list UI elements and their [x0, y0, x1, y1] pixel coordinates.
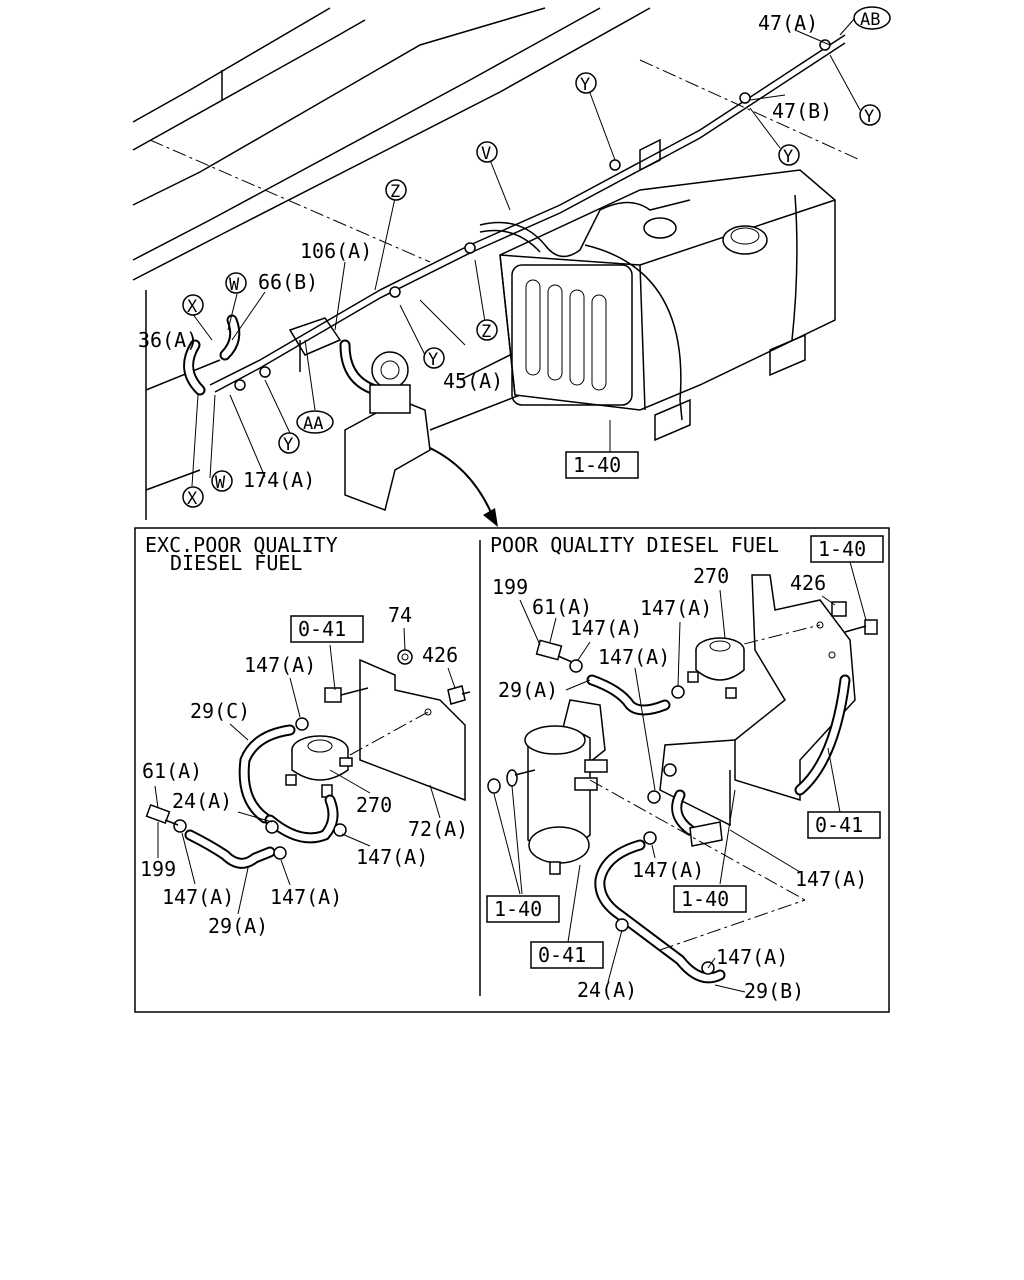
label-36a: 36(A) [138, 328, 198, 352]
ref-box-1-40 [486, 895, 560, 923]
svg-text:1-40: 1-40 [818, 537, 866, 561]
svg-text:Y: Y [283, 435, 293, 455]
right-title: POOR QUALITY DIESEL FUEL [490, 533, 779, 557]
label-147a: 147(A) [716, 945, 788, 969]
label-66b: 66(B) [258, 270, 318, 294]
ref-bubble-y [575, 72, 597, 94]
frame-rails [132, 7, 861, 520]
label-426: 426 [422, 643, 458, 667]
svg-text:Z: Z [390, 182, 400, 202]
ref-bubble-v [476, 141, 498, 163]
label-174a: 174(A) [243, 468, 315, 492]
label-426: 426 [790, 571, 826, 595]
svg-text:V: V [481, 144, 491, 164]
ref-bubble-y [423, 347, 445, 369]
label-199: 199 [140, 857, 176, 881]
fuel-tank [499, 138, 836, 442]
svg-text:Z: Z [481, 322, 491, 342]
label-ab: AB [860, 10, 880, 30]
label-47b: 47(B) [772, 99, 832, 123]
ref-bubble-ab [853, 6, 891, 30]
ref-box-0-41 [290, 615, 364, 643]
ref-box-1-40 [810, 535, 884, 563]
ref-bubble-w [225, 272, 247, 294]
label-199: 199 [492, 575, 528, 599]
label-29a: 29(A) [498, 678, 558, 702]
detail-frame [134, 527, 890, 1013]
label-29b: 29(B) [744, 979, 804, 1003]
left-panel: EXC.POOR QUALITY DIESEL FUEL [140, 533, 471, 938]
svg-text:0-41: 0-41 [298, 617, 346, 641]
label-270: 270 [356, 793, 392, 817]
svg-text:Y: Y [580, 75, 590, 95]
svg-text:Y: Y [783, 147, 793, 167]
ref-box-0-41 [530, 941, 604, 969]
label-147a: 147(A) [270, 885, 342, 909]
ref-bubble-aa [296, 410, 334, 434]
svg-text:W: W [215, 473, 226, 493]
label-147a: 147(A) [640, 596, 712, 620]
svg-text:Y: Y [428, 350, 438, 370]
label-72a: 72(A) [408, 817, 468, 841]
ref-box-0-41 [807, 811, 881, 839]
ref-bubble-z [476, 319, 498, 341]
label-45a: 45(A) [443, 369, 503, 393]
ref-box-1-40 [673, 885, 747, 913]
top-callouts: 47(A) AB 47(B) Y Y Y V Z Z 106(A) W 66(B… [138, 6, 891, 509]
label-270: 270 [693, 564, 729, 588]
svg-text:1-40: 1-40 [681, 887, 729, 911]
label-147a: 147(A) [795, 867, 867, 891]
top-leaders [191, 17, 861, 487]
ref-bubble-w [211, 470, 233, 492]
ref-bubble-z [385, 179, 407, 201]
svg-text:Y: Y [864, 107, 874, 127]
label-147a: 147(A) [598, 645, 670, 669]
label-147a: 147(A) [570, 616, 642, 640]
svg-text:AA: AA [303, 414, 323, 434]
left-title-line2: DIESEL FUEL [170, 551, 302, 575]
left-title-line1: EXC.POOR QUALITY [145, 533, 338, 557]
label-147a: 147(A) [356, 845, 428, 869]
ref-bubble-x [182, 294, 204, 316]
label-74: 74 [388, 603, 412, 627]
label-147a: 147(A) [632, 858, 704, 882]
right-panel: POOR QUALITY DIESEL FUEL 1-40 [486, 533, 884, 1003]
ref-bubble-y [859, 104, 881, 126]
label-29a: 29(A) [208, 914, 268, 938]
label-24a: 24(A) [172, 789, 232, 813]
label-24a: 24(A) [577, 978, 637, 1002]
svg-text:0-41: 0-41 [815, 813, 863, 837]
svg-text:X: X [187, 489, 198, 509]
svg-text:W: W [229, 275, 240, 295]
label-29c: 29(C) [190, 699, 250, 723]
label-61a: 61(A) [532, 595, 592, 619]
label-106a: 106(A) [300, 239, 372, 263]
filter-assembly-top [288, 317, 498, 527]
ref-bubble-x [182, 486, 204, 508]
label-147a: 147(A) [244, 653, 316, 677]
label-147a: 147(A) [162, 885, 234, 909]
ref-bubble-y [278, 432, 300, 454]
label-47a: 47(A) [758, 11, 818, 35]
svg-text:0-41: 0-41 [538, 943, 586, 967]
ref-box-1-40 [565, 451, 639, 479]
svg-text:1-40: 1-40 [494, 897, 542, 921]
svg-text:X: X [187, 297, 198, 317]
label-61a: 61(A) [142, 759, 202, 783]
svg-text:1-40: 1-40 [573, 453, 621, 477]
ref-bubble-y [778, 144, 800, 166]
